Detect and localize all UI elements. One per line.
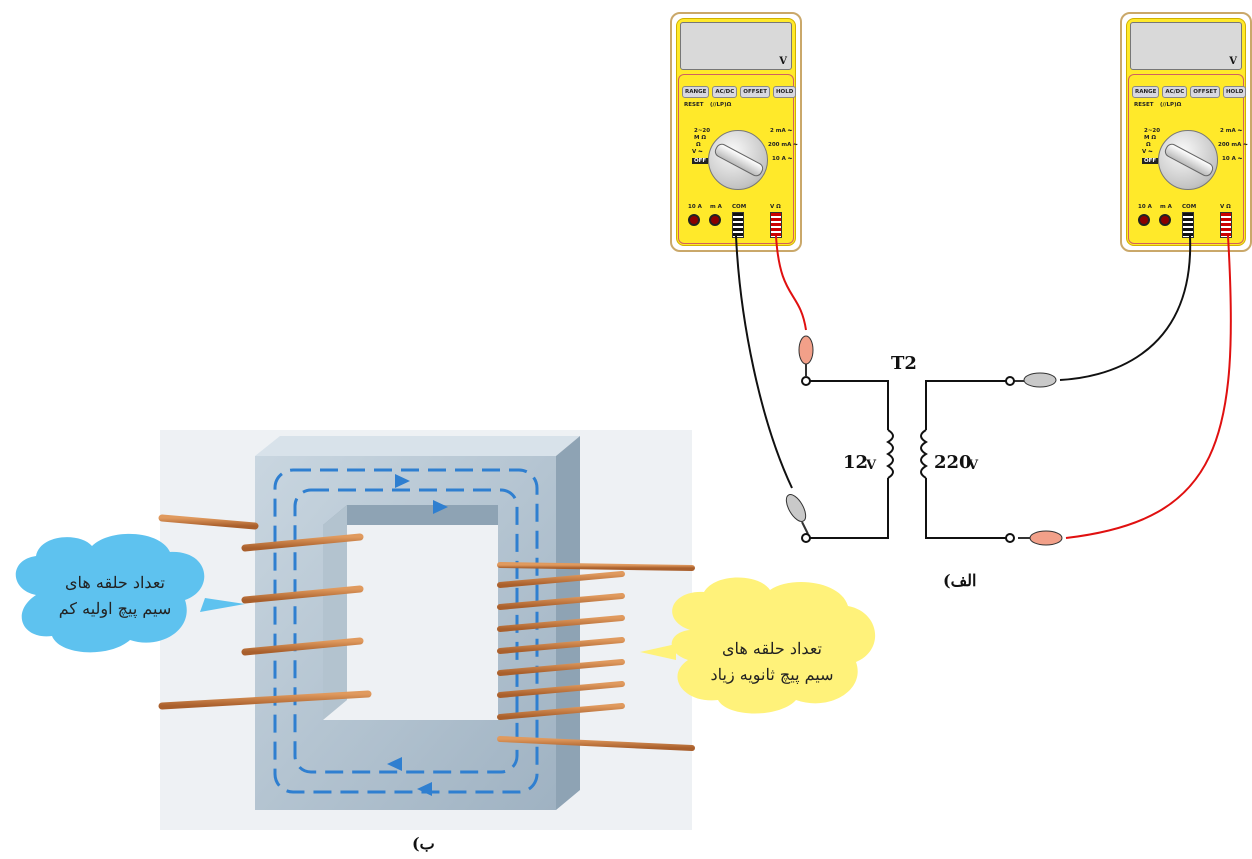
red-alligator-clip-2 [1018,530,1063,546]
terminal-secondary-top [1005,376,1015,386]
jack-label-com: COM [1182,204,1197,210]
dial-label-200ma: 200 mA ⏦ [768,142,798,148]
primary-voltage-value: 12 [843,452,869,473]
core-window-inner-face [323,505,498,525]
terminal-secondary-bottom [1005,533,1015,543]
jack-10a[interactable] [1138,214,1150,226]
dial-pointer [712,141,766,179]
multimeter-primary: V RANGE AC/DC OFFSET HOLD RESET (//LP)Ω … [670,12,802,252]
dial-label-2ma: 2 mA ⏦ [1220,128,1243,134]
dial-label-200ma: 200 mA ⏦ [1218,142,1248,148]
primary-cloud-line-2: سیم پیچ اولیه کم [58,599,172,618]
black-alligator-clip-2 [1012,372,1057,388]
core-background [160,430,692,830]
dial-label-mohm: M Ω [694,135,707,141]
laminated-core [255,456,556,810]
com-plug[interactable] [1182,212,1194,238]
range-button[interactable]: RANGE [1132,86,1160,98]
reset-label: RESET [684,102,704,108]
vohm-plug[interactable] [770,212,782,238]
black-test-lead-1 [735,235,793,489]
range-button[interactable]: RANGE [682,86,710,98]
offset-button[interactable]: OFFSET [740,86,770,98]
core-top-face [255,436,580,456]
dial-label-ohm: Ω [1146,142,1151,148]
hold-button[interactable]: HOLD [1222,86,1247,98]
offset-button[interactable]: OFFSET [1190,86,1220,98]
secondary-cloud-line-2: سیم پیچ ثانویه زیاد [710,665,834,684]
jack-ma[interactable] [709,214,721,226]
meter-button-row: RANGE AC/DC OFFSET HOLD [682,86,797,98]
vohm-plug[interactable] [1220,212,1232,238]
com-plug[interactable] [732,212,744,238]
dial-label-off: OFF [692,158,709,164]
acdc-button[interactable]: AC/DC [712,86,738,98]
dial-label-2ma: 2 mA ⏦ [770,128,793,134]
secondary-cloud-line-1: تعداد حلقه های [721,639,822,658]
reset-sub-label: (//LP)Ω [710,102,732,108]
core-right-face [556,436,580,810]
red-test-lead-2 [1065,235,1232,539]
rotary-selector-dial[interactable] [1158,130,1218,190]
jack-label-vohm: V Ω [1220,204,1231,210]
primary-cloud-text: تعداد حلقه های سیم پیچ اولیه کم [30,570,200,622]
dial-pointer [1162,141,1216,179]
magnetic-flux-paths [273,468,539,794]
core-window-side-face [323,505,347,720]
hold-button[interactable]: HOLD [772,86,797,98]
jack-ma[interactable] [1159,214,1171,226]
jack-label-ma: m A [710,204,722,210]
primary-voltage-unit: V [866,458,877,473]
transformer-label: T2 [891,353,917,374]
dial-label-volt: V ⏦ [692,149,703,155]
dial-label-10a: 10 A ⏦ [1222,156,1243,162]
caption-be: ب) [412,834,435,853]
caption-alef: الف) [943,571,977,590]
jack-label-com: COM [732,204,747,210]
reset-label: RESET [1134,102,1154,108]
primary-cloud-line-1: تعداد حلقه های [64,573,165,592]
display-unit: V [1229,56,1237,67]
dial-label-mohm-range: 2~20 [1144,128,1161,134]
jack-label-10a: 10 A [688,204,702,210]
meter-button-row: RANGE AC/DC OFFSET HOLD [1132,86,1247,98]
secondary-winding-coil [497,562,695,751]
jack-10a[interactable] [688,214,700,226]
reset-sub-label: (//LP)Ω [1160,102,1182,108]
secondary-voltage-value: 220 [934,452,972,473]
flux-arrows [387,474,448,796]
display-unit: V [779,56,787,67]
terminal-primary-bottom [801,533,811,543]
dial-label-mohm-range: 2~20 [694,128,711,134]
red-alligator-clip-1 [798,335,814,376]
dial-label-10a: 10 A ⏦ [772,156,793,162]
dial-label-volt: V ⏦ [1142,149,1153,155]
black-alligator-clip-1 [785,494,809,535]
jack-label-vohm: V Ω [770,204,781,210]
dial-label-mohm: M Ω [1144,135,1157,141]
secondary-cloud-text: تعداد حلقه های سیم پیچ ثانویه زیاد [682,636,862,688]
secondary-voltage-unit: V [968,458,979,473]
terminal-primary-top [801,376,811,386]
rotary-selector-dial[interactable] [708,130,768,190]
dial-label-ohm: Ω [696,142,701,148]
acdc-button[interactable]: AC/DC [1162,86,1188,98]
meter-display: V [680,22,792,70]
multimeter-secondary: V RANGE AC/DC OFFSET HOLD RESET (//LP)Ω … [1120,12,1252,252]
jack-label-10a: 10 A [1138,204,1152,210]
meter-display: V [1130,22,1242,70]
black-test-lead-2 [1059,235,1192,381]
dial-label-off: OFF [1142,158,1159,164]
jack-label-ma: m A [1160,204,1172,210]
